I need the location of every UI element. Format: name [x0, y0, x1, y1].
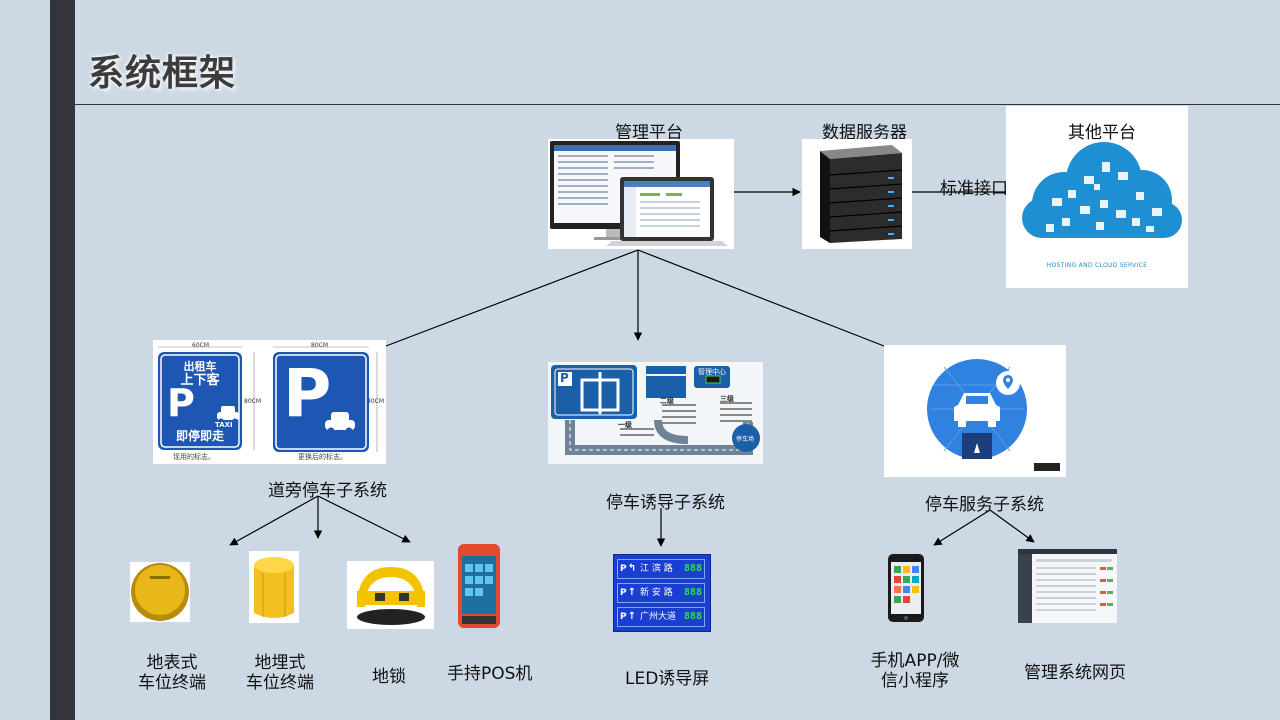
mobile-app-line2: 信小程序: [881, 671, 949, 691]
guidance-level2-label: 二级: [660, 397, 674, 405]
service-image: [884, 345, 1066, 477]
buried-terminal-label: 地埋式 车位终端: [240, 653, 320, 693]
guidance-lot-label: 停车场: [736, 436, 755, 443]
other-platform-card: 其他平台 HOSTING AND CLOUD SERVICE: [1006, 106, 1188, 288]
parking-lock-label: 地锁: [372, 667, 406, 687]
mobile-app-line1: 手机APP/微: [870, 651, 960, 671]
mobile-app-label: 手机APP/微 信小程序: [860, 651, 970, 691]
arrow-roadside-to-surface: [229, 495, 319, 546]
pos-device-image: [458, 544, 500, 628]
std-interface-label: 标准接口: [940, 179, 1008, 199]
led-screen-label: LED诱导屏: [625, 669, 710, 689]
led-row-p: P: [620, 588, 627, 598]
dim-80-side-label: 80CM: [244, 398, 262, 405]
mobile-app-image: [888, 554, 924, 622]
surface-terminal-line2: 车位终端: [138, 673, 206, 693]
cloud-caption: HOSTING AND CLOUD SERVICE: [1046, 262, 1148, 269]
parking-lock-image: [347, 561, 434, 629]
buried-terminal-line1: 地埋式: [254, 653, 306, 673]
page-title: 系统框架: [88, 53, 237, 94]
buried-terminal-line2: 车位终端: [246, 673, 314, 693]
led-row-road: 新 安 路: [640, 588, 673, 598]
dim-80-right-label: 80CM: [367, 398, 385, 405]
line-mgmt-to-roadside: [385, 249, 639, 347]
led-row: P↑新 安 路 888: [617, 583, 705, 603]
roadside-signs-image: 60CM 80CM 80CM 80CM 出租车 上下客 P TAXI 即停即走 …: [153, 340, 386, 464]
guidance-level1-label: 一级: [618, 421, 632, 429]
buried-terminal-image: [249, 551, 299, 623]
old-sign-caption: 现用的标志。: [173, 453, 215, 461]
led-row: P↑广州大道 888: [617, 607, 705, 627]
dim-80-top-label: 80CM: [311, 342, 329, 349]
taxi-sign-word: TAXI: [215, 421, 233, 429]
line-mgmt-to-service: [637, 249, 885, 347]
guidance-subsystem-label: 停车诱导子系统: [606, 493, 725, 513]
led-row-arrow: ↰: [627, 563, 637, 574]
new-sign-caption: 更换后的标志。: [298, 453, 347, 461]
guidance-map-p: P: [560, 371, 569, 385]
management-web-image: [1018, 549, 1117, 623]
dim-60-label: 60CM: [192, 342, 210, 349]
mgmt-platform-image: [548, 139, 734, 249]
led-row-road: 江 滨 路: [640, 564, 673, 574]
led-row-p: P: [620, 564, 627, 574]
data-server-image: [802, 139, 912, 249]
surface-terminal-image: [130, 562, 190, 622]
surface-terminal-line1: 地表式: [146, 653, 198, 673]
taxi-sign-line3: 即停即走: [175, 429, 224, 443]
parking-sign-p: P: [283, 355, 332, 432]
title-divider: [75, 104, 1280, 105]
guidance-level3-label: 三级: [720, 395, 734, 403]
led-row: P↰江 滨 路 888: [617, 559, 705, 579]
led-row-number: 888: [684, 611, 703, 622]
led-row-p: P: [620, 612, 627, 622]
mgmt-platform-label: 管理平台: [615, 123, 683, 143]
left-sidebar-bar: [50, 0, 75, 720]
roadside-subsystem-label: 道旁停车子系统: [268, 481, 387, 501]
guidance-map-image: P 管理中心 停车场 一级 二级 三级: [548, 362, 763, 464]
arrow-service-to-web: [989, 509, 1035, 543]
taxi-sign-line2: 上下客: [180, 373, 220, 388]
taxi-sign-p: P: [167, 381, 195, 425]
data-server-label: 数据服务器: [822, 123, 907, 143]
led-row-arrow: ↑: [627, 587, 637, 598]
led-row-road: 广州大道: [640, 612, 677, 622]
led-row-number: 888: [684, 587, 703, 598]
other-platform-label: 其他平台: [1068, 123, 1136, 143]
surface-terminal-label: 地表式 车位终端: [132, 653, 212, 693]
led-row-arrow: ↑: [627, 611, 637, 622]
pos-device-label: 手持POS机: [447, 664, 533, 684]
service-subsystem-label: 停车服务子系统: [925, 495, 1044, 515]
led-row-number: 888: [684, 563, 703, 574]
management-web-label: 管理系统网页: [1024, 663, 1126, 683]
guidance-center-label: 管理中心: [698, 368, 726, 376]
arrow-roadside-to-lock: [317, 495, 411, 543]
taxi-sign-line1: 出租车: [183, 360, 217, 373]
cloud-icon: [1022, 142, 1182, 238]
arrow-service-to-app: [933, 509, 991, 546]
